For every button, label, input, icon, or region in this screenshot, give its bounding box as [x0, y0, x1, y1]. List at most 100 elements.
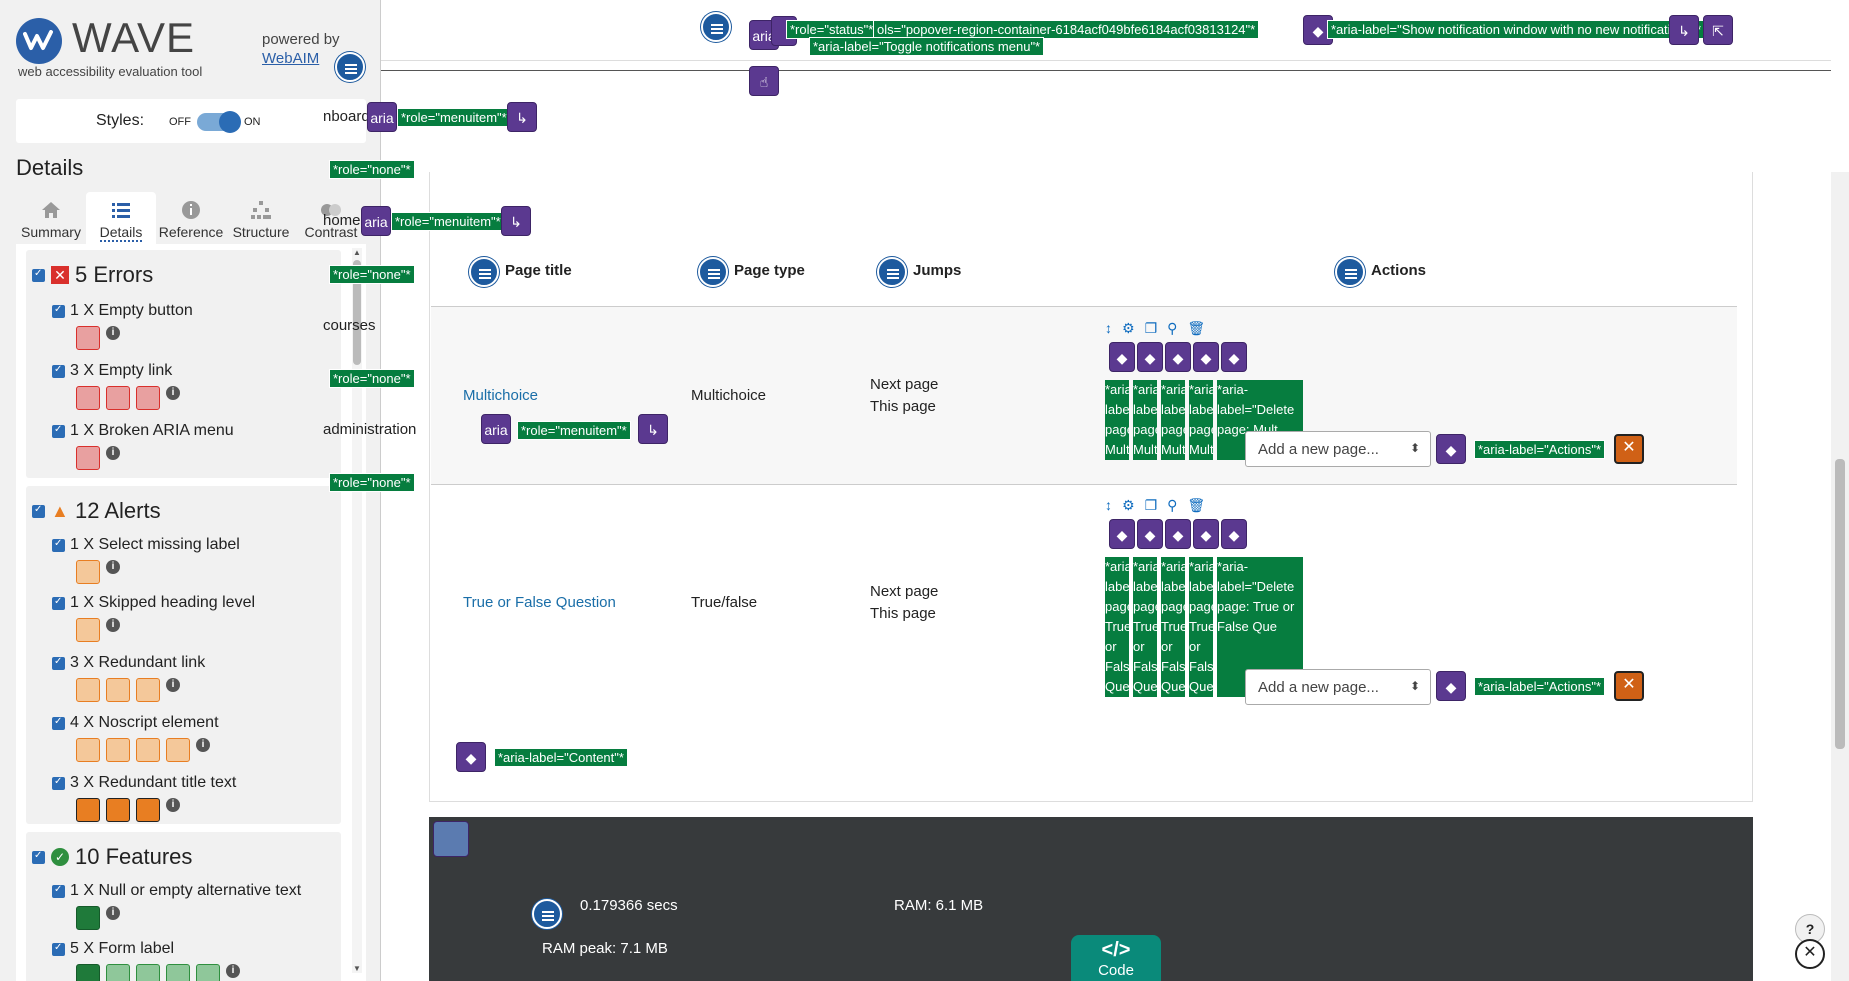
skipped-heading-icon[interactable]	[76, 618, 100, 642]
alerts-checkbox[interactable]	[32, 504, 45, 518]
empty-link-icon[interactable]	[106, 386, 130, 410]
aria-icon[interactable]: aria	[367, 102, 397, 132]
info-icon[interactable]: i	[166, 678, 180, 692]
redundant-link-icon[interactable]	[136, 678, 160, 702]
errors-checkbox[interactable]	[32, 268, 45, 282]
row-action-icons: ↕ ⚙ ❐ ⚲ 🗑	[1105, 320, 1205, 337]
tag-icon[interactable]: ◆	[1109, 519, 1135, 549]
empty-button-icon[interactable]	[76, 326, 100, 350]
tag-icon[interactable]: ◆	[1221, 342, 1247, 372]
trash-icon[interactable]: 🗑	[1187, 497, 1206, 513]
broken-aria-menu-icon[interactable]	[76, 446, 100, 470]
null-alt-icon[interactable]	[76, 906, 100, 930]
nav-site-admin[interactable]: administration	[323, 421, 417, 438]
form-label-icon[interactable]	[106, 964, 130, 981]
tag-icon[interactable]: ◆	[1193, 519, 1219, 549]
nav-dashboard[interactable]: nboard	[323, 108, 370, 125]
nav-my-courses[interactable]: courses	[323, 317, 376, 334]
move-icon[interactable]: ↕	[1105, 320, 1112, 336]
info-icon[interactable]: i	[166, 386, 180, 400]
empty-link-icon[interactable]	[76, 386, 100, 410]
row-title-link[interactable]: True or False Question	[463, 594, 616, 611]
info-icon[interactable]: i	[226, 964, 240, 978]
tab-details[interactable]: Details	[86, 192, 156, 244]
noscript-icon[interactable]	[166, 738, 190, 762]
redirect-icon[interactable]: ↳	[638, 414, 668, 444]
aria-icon[interactable]: aria	[361, 206, 391, 236]
info-icon[interactable]: i	[106, 560, 120, 574]
features-checkbox[interactable]	[32, 850, 45, 864]
redundant-title-icon[interactable]	[106, 798, 130, 822]
tag-icon[interactable]: ◆	[1436, 434, 1466, 464]
gear-icon[interactable]: ⚙	[1122, 497, 1135, 513]
form-label-icon[interactable]	[76, 964, 100, 981]
tab-summary[interactable]: Summary	[16, 192, 86, 244]
select-missing-label-icon[interactable]	[76, 560, 100, 584]
alert-icon[interactable]: ✕	[1614, 434, 1644, 464]
noscript-icon[interactable]	[76, 738, 100, 762]
wave-sidebar: WAVE web accessibility evaluation tool p…	[0, 0, 381, 981]
aria-icon[interactable]: aria	[481, 414, 511, 444]
tag-icon[interactable]: ◆	[1193, 342, 1219, 372]
info-icon[interactable]: i	[106, 906, 120, 920]
redirect-icon[interactable]: ↳	[1669, 15, 1699, 45]
form-label-icon[interactable]	[196, 964, 220, 981]
tag-icon[interactable]: ◆	[1137, 519, 1163, 549]
wave-structure-icon[interactable]	[701, 12, 731, 42]
tag-icon[interactable]: ◆	[1165, 342, 1191, 372]
tab-contrast[interactable]: Contrast	[296, 192, 366, 244]
info-icon[interactable]: i	[106, 618, 120, 632]
add-page-select[interactable]: Add a new page...⬍	[1245, 669, 1431, 705]
tag-icon[interactable]: ◆	[456, 742, 486, 772]
alert-icon: ▲	[51, 501, 69, 521]
expand-icon[interactable]: ⇱	[1703, 15, 1733, 45]
code-button[interactable]: </>Code	[1071, 935, 1161, 981]
copy-icon[interactable]: ❐	[1144, 320, 1158, 336]
feature-item-null-alt: 1 X Null or empty alternative text	[52, 882, 301, 900]
empty-link-icon[interactable]	[136, 386, 160, 410]
wave-structure-icon[interactable]	[532, 899, 562, 929]
row-title-link[interactable]: Multichoice	[463, 387, 539, 404]
form-label-icon[interactable]	[166, 964, 190, 981]
tab-reference[interactable]: Reference	[156, 192, 226, 244]
tag-icon[interactable]: ◆	[1109, 342, 1135, 372]
gear-icon[interactable]: ⚙	[1122, 320, 1135, 336]
noscript-icon[interactable]	[106, 738, 130, 762]
move-icon[interactable]: ↕	[1105, 497, 1112, 513]
toggle-notif-chip: *aria-label="Toggle notifications menu"*	[809, 37, 1045, 56]
redundant-link-icon[interactable]	[106, 678, 130, 702]
tag-icon[interactable]: ◆	[1165, 519, 1191, 549]
trash-icon[interactable]: 🗑	[1187, 320, 1206, 336]
info-icon[interactable]: i	[196, 738, 210, 752]
tag-icon[interactable]: ◆	[1436, 671, 1466, 701]
page-scrollbar[interactable]	[1831, 172, 1849, 981]
form-label-icon[interactable]	[136, 964, 160, 981]
styles-switch[interactable]	[197, 111, 241, 133]
zoom-icon[interactable]: ⚲	[1167, 320, 1178, 336]
webaim-link[interactable]: WebAIM	[262, 50, 320, 67]
copy-icon[interactable]: ❐	[1144, 497, 1158, 513]
redundant-link-icon[interactable]	[76, 678, 100, 702]
redirect-icon[interactable]: ↳	[501, 206, 531, 236]
redundant-title-icon[interactable]	[136, 798, 160, 822]
close-icon[interactable]: ✕	[1795, 939, 1825, 969]
info-icon[interactable]: i	[106, 326, 120, 340]
alert-icon[interactable]: ✕	[1614, 671, 1644, 701]
tag-icon[interactable]: ◆	[1137, 342, 1163, 372]
add-page-select[interactable]: Add a new page...⬍	[1245, 431, 1431, 467]
info-icon[interactable]: i	[106, 446, 120, 460]
scroll-up-icon[interactable]: ▲	[353, 248, 361, 257]
wave-structure-icon[interactable]	[335, 52, 365, 82]
touch-icon[interactable]: ☝	[749, 66, 779, 96]
redirect-icon[interactable]: ↳	[507, 102, 537, 132]
nav-site-home[interactable]: home	[323, 212, 361, 229]
info-icon[interactable]: i	[166, 798, 180, 812]
details-scrollbar[interactable]: ▲ ▼	[352, 248, 362, 973]
tab-structure[interactable]: Structure	[226, 192, 296, 244]
scroll-down-icon[interactable]: ▼	[353, 964, 361, 973]
wave-tabs: Summary Details Reference Structure Cont…	[16, 192, 366, 244]
redundant-title-icon[interactable]	[76, 798, 100, 822]
noscript-icon[interactable]	[136, 738, 160, 762]
tag-icon[interactable]: ◆	[1221, 519, 1247, 549]
zoom-icon[interactable]: ⚲	[1167, 497, 1178, 513]
